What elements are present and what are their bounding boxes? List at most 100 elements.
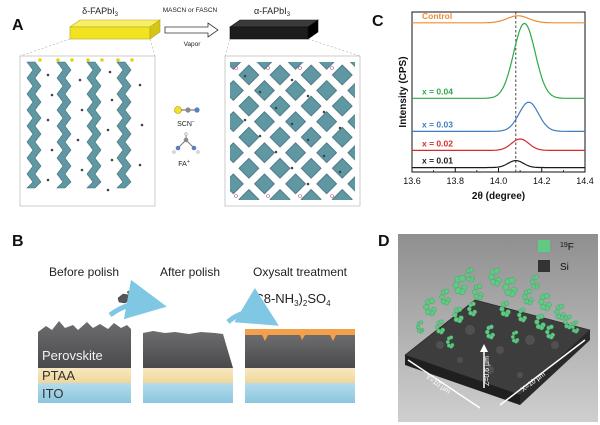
alpha-film-label: α-FAPbI3: [254, 6, 291, 18]
fluorine-cluster-blob: [468, 310, 473, 316]
fluorine-cluster-blob: [477, 283, 483, 290]
fluorine-cluster-blob: [423, 304, 430, 311]
step-before-polish-label: Before polish: [49, 265, 119, 279]
fluorine-cluster-blob: [531, 283, 536, 289]
stack-before-polish: [38, 321, 131, 403]
fluorine-cluster-blob: [490, 279, 497, 286]
fluorine-cluster-blob: [453, 317, 460, 323]
fluorine-cluster-blob: [530, 279, 535, 285]
fluorine-cluster-blob: [534, 319, 540, 325]
fluorine-cluster-blob: [538, 313, 545, 320]
fluorine-cluster-blob: [535, 324, 542, 330]
fluorine-cluster-blob: [445, 340, 450, 345]
fluorine-cluster-blob: [493, 267, 500, 274]
oxysalt-formula: (C8-NH3)2SO4: [250, 291, 331, 308]
series-line: [412, 15, 585, 24]
fluorine-cluster-blob: [439, 319, 444, 325]
fluorine-legend-swatch: [538, 240, 550, 252]
fluorine-cluster-blob: [452, 312, 458, 318]
fluorine-cluster-blob: [523, 299, 530, 305]
scn-molecule-icon: [174, 106, 200, 114]
x-axis-title: 2θ (degree): [472, 191, 525, 202]
x-axis-line: [499, 339, 586, 406]
fluorine-cluster-blob: [534, 274, 539, 280]
step-after-polish-label: After polish: [160, 265, 220, 279]
fluorine-cluster-blob: [571, 328, 576, 333]
zoom-line: [224, 38, 231, 57]
oxysalt-arrow: [226, 287, 279, 326]
panel-b: B Before polish After polish Oxysalt tre…: [12, 233, 355, 403]
z-axis-label: Z=0.6 µm: [484, 356, 491, 386]
x-tick-label: 13.6: [403, 176, 421, 186]
fluorine-cluster-blob: [526, 288, 533, 295]
series-label: x = 0.01: [422, 156, 453, 166]
ptaa-layer-label: PTAA: [42, 368, 75, 383]
fluorine-cluster-blob: [499, 306, 505, 312]
series-label: x = 0.04: [422, 86, 453, 96]
fluorine-cluster-blob: [504, 289, 512, 297]
fluorine-cluster-blob: [563, 319, 568, 325]
fluorine-cluster-blob: [428, 297, 435, 304]
x-tick-label: 14.2: [533, 176, 551, 186]
fluorine-cluster-blob: [439, 294, 445, 300]
fluorine-cluster-blob: [508, 277, 516, 284]
fa-molecule-icon: [172, 132, 200, 154]
polishing-particles-icon: [117, 288, 140, 304]
fluorine-cluster-blob: [504, 300, 510, 307]
fluorine-cluster-blob: [510, 335, 515, 340]
fluorine-cluster-blob: [502, 283, 510, 291]
fluorine-cluster-blob: [567, 314, 572, 320]
delta-film-label: δ-FAPbI3: [82, 6, 119, 18]
fluorine-cluster-blob: [471, 301, 476, 307]
ito-layer-label: ITO: [42, 386, 63, 401]
fluorine-cluster-blob: [574, 320, 579, 325]
fluorine-cluster-blob: [436, 328, 441, 334]
series-label: x = 0.02: [422, 138, 453, 148]
x-tick-label: 14.0: [490, 176, 508, 186]
perovskite-layer-label: Perovskite: [42, 348, 103, 363]
polish-arrow: [108, 279, 167, 320]
y-axis-line: [407, 359, 481, 409]
fluorine-cluster-blob: [446, 343, 451, 348]
fluorine-cluster-blob: [570, 325, 575, 330]
series-line: [412, 160, 585, 169]
fluorine-cluster-blob: [514, 330, 519, 335]
y-axis-title: Intensity (CPS): [398, 56, 409, 127]
fa-legend-label: FA+: [178, 159, 190, 168]
delta-film-slab: [69, 19, 161, 40]
step-oxysalt-label: Oxysalt treatment: [253, 265, 348, 279]
fluorine-cluster-blob: [425, 309, 432, 316]
alpha-film-slab: [229, 19, 319, 40]
x-tick-label: 13.8: [446, 176, 464, 186]
fluorine-legend-label: 19F: [560, 242, 574, 253]
panel-a: A δ-FAPbI3 MASCN or FASCN Vapor α-FAPbI3: [12, 6, 361, 207]
fluorine-cluster-blob: [558, 303, 565, 310]
conversion-arrow: [164, 22, 219, 38]
fluorine-cluster-blob: [458, 275, 466, 282]
panel-c-letter: C: [372, 13, 384, 30]
arrow-bottom-label: Vapor: [184, 41, 202, 48]
fluorine-cluster-blob: [488, 274, 495, 281]
fluorine-cluster-blob: [521, 307, 526, 313]
series-line: [412, 138, 585, 151]
fluorine-cluster-blob: [545, 329, 550, 335]
fluorine-cluster-blob: [416, 328, 421, 333]
stack-after-polish: [143, 331, 233, 403]
series-line: [412, 22, 585, 99]
alpha-structure: [224, 55, 361, 207]
fluorine-cluster-blob: [466, 306, 472, 312]
delta-structure: [19, 55, 156, 207]
series-line: [412, 101, 585, 132]
arrow-top-label: MASCN or FASCN: [163, 7, 218, 14]
fluorine-cluster-blob: [564, 323, 569, 329]
fluorine-cluster-blob: [549, 324, 554, 330]
panel-d-letter: D: [378, 233, 390, 250]
panel-b-letter: B: [12, 233, 24, 250]
fluorine-cluster-blob: [489, 324, 494, 330]
fluorine-cluster-blob: [457, 306, 463, 313]
zoom-line: [149, 38, 156, 57]
zoom-line: [19, 38, 71, 57]
z-axis-arrow: [480, 344, 488, 352]
